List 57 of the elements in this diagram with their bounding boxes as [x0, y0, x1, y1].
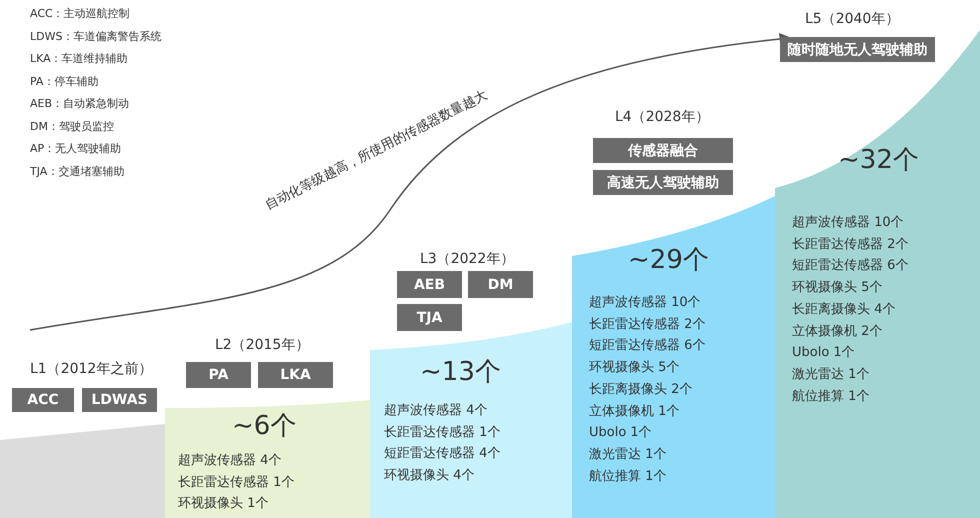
level-heading: L2（2015年）: [215, 336, 310, 354]
sensor-count: 激光雷达 1个: [589, 446, 666, 463]
sensor-count: 长距离摄像头 4个: [792, 300, 896, 318]
sensor-count: 长距雷达传感器 1个: [384, 424, 500, 440]
sensor-total: ~6个: [232, 410, 296, 443]
feature-tag: TJA: [397, 304, 462, 331]
sensor-count: 超声波传感器 4个: [384, 402, 488, 419]
level-heading: L3（2022年）: [420, 250, 514, 268]
feature-tag: 高速无人驾驶辅助: [593, 170, 733, 195]
sensor-total: ~32个: [838, 144, 919, 177]
step-band: [775, 30, 980, 518]
sensor-count: 长距离摄像头 2个: [589, 380, 692, 398]
step-band: [572, 196, 775, 518]
step-band: [165, 400, 370, 518]
abbreviation-note: TJA：交通堵塞辅助: [30, 164, 124, 178]
feature-tag: 传感器融合: [593, 138, 733, 163]
abbreviation-note: AEB：自动紧急制动: [30, 96, 130, 111]
sensor-count: 环视摄像头 1个: [178, 495, 268, 512]
sensor-count: 短距雷达传感器 6个: [589, 337, 706, 354]
sensor-count: 超声波传感器 10个: [792, 214, 904, 231]
feature-tag: ACC: [12, 388, 74, 412]
feature-tag: AEB: [397, 271, 462, 298]
feature-tag: LKA: [258, 362, 333, 388]
abbreviation-note: LKA：车道维持辅助: [30, 51, 128, 66]
sensor-count: 航位推算 1个: [589, 468, 666, 485]
sensor-count: 立体摄像机 1个: [589, 402, 680, 420]
abbreviation-note: ACC：主动巡航控制: [30, 6, 130, 21]
abbreviation-note: LDWS：车道偏离警告系统: [30, 28, 162, 44]
level-heading: L5（2040年）: [805, 10, 900, 28]
sensor-count: 超声波传感器 10个: [589, 294, 701, 311]
sensor-count: 短距雷达传感器 6个: [792, 257, 908, 274]
feature-tag: LDWAS: [82, 388, 157, 412]
sensor-count: 环视摄像头 4个: [384, 466, 474, 484]
feature-tag: DM: [468, 271, 533, 298]
sensor-count: 长距雷达传感器 2个: [792, 236, 908, 253]
sensor-total: ~13个: [420, 356, 501, 389]
step-band: [0, 424, 165, 518]
sensor-total: ~29个: [628, 244, 709, 277]
sensor-count: Ubolo 1个: [792, 344, 855, 362]
level-heading: L1（2012年之前）: [30, 360, 152, 378]
feature-tag: PA: [186, 362, 251, 388]
sensor-count: 航位推算 1个: [792, 388, 870, 405]
sensor-count: 立体摄像机 2个: [792, 322, 882, 340]
sensor-count: 环视摄像头 5个: [589, 359, 680, 376]
arrow-caption: 自动化等级越高，所使用的传感器数量越大: [262, 86, 490, 214]
sensor-count: 短距雷达传感器 4个: [384, 445, 500, 462]
sensor-count: 激光雷达 1个: [792, 366, 870, 383]
sensor-count: 长距雷达传感器 1个: [178, 474, 294, 490]
abbreviation-note: DM：驾驶员监控: [30, 118, 114, 134]
sensor-count: 超声波传感器 4个: [178, 452, 282, 469]
sensor-count: 长距雷达传感器 2个: [589, 316, 706, 333]
abbreviation-note: AP：无人驾驶辅助: [30, 141, 122, 156]
level-heading: L4（2028年）: [615, 108, 710, 126]
abbreviation-note: PA：停车辅助: [30, 74, 98, 88]
sensor-count: 环视摄像头 5个: [792, 279, 882, 296]
feature-tag: 随时随地无人驾驶辅助: [780, 37, 935, 62]
sensor-count: Ubolo 1个: [589, 424, 652, 442]
